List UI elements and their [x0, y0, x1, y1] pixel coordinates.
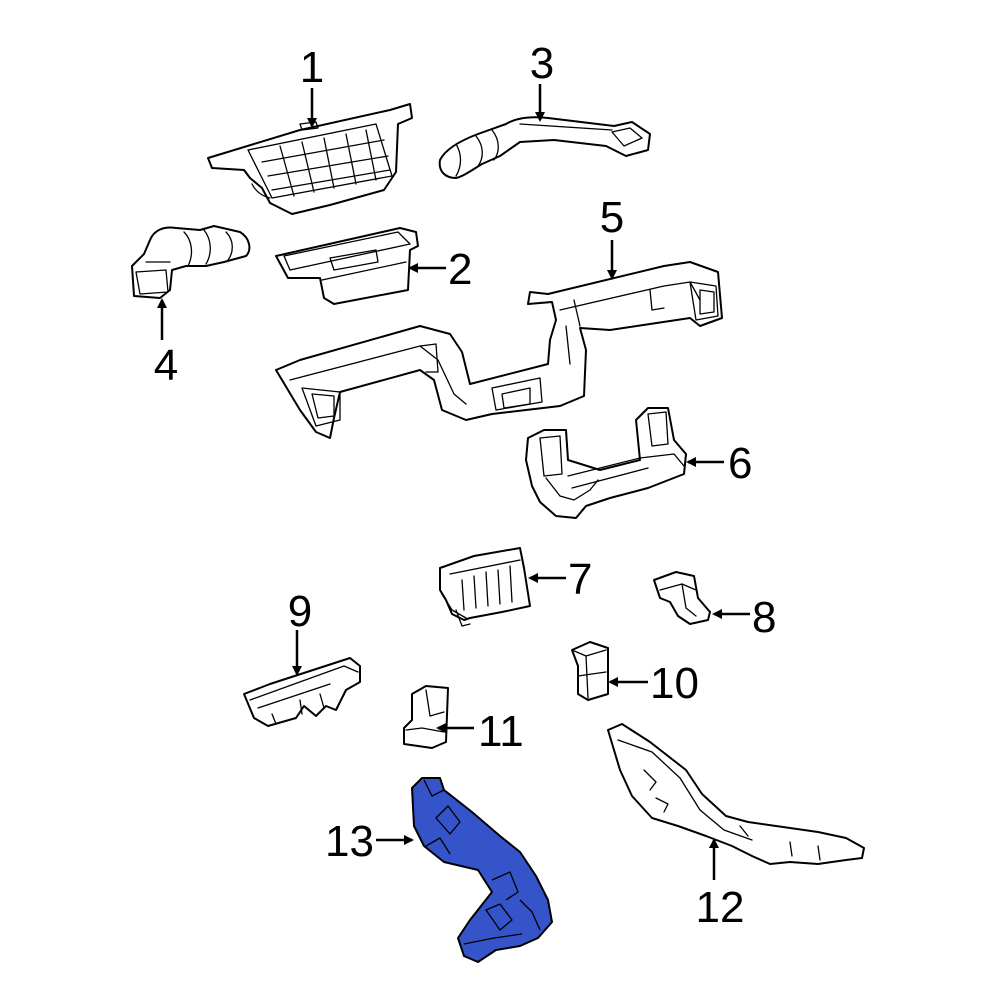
- callout-13: 13: [325, 817, 374, 866]
- callout-7: 7: [568, 555, 592, 604]
- callout-2: 2: [448, 245, 472, 294]
- part-4-elbow-duct[interactable]: [131, 225, 251, 299]
- callout-1: 1: [300, 43, 324, 92]
- callout-8: 8: [752, 593, 776, 642]
- callout-12: 12: [696, 883, 745, 932]
- part-11-bracket-duct[interactable]: [403, 685, 449, 749]
- part-3-side-duct[interactable]: [438, 116, 651, 179]
- callout-11: 11: [478, 707, 524, 756]
- part-8-small-duct[interactable]: [653, 571, 711, 625]
- part-1-center-vent-grille[interactable]: [207, 103, 413, 215]
- part-2-vent-housing[interactable]: [275, 227, 419, 305]
- callout-3: 3: [530, 39, 554, 88]
- part-12-long-floor-duct[interactable]: [607, 723, 865, 865]
- callout-5: 5: [600, 193, 624, 242]
- part-7-duct-section[interactable]: [439, 547, 531, 627]
- part-9-connector[interactable]: [243, 657, 361, 727]
- callout-4: 4: [154, 341, 178, 390]
- part-13-highlighted-duct[interactable]: [411, 777, 553, 963]
- part-10-small-block[interactable]: [571, 641, 609, 701]
- part-6-floor-duct[interactable]: [525, 407, 687, 519]
- callout-10: 10: [650, 659, 699, 708]
- callout-6: 6: [728, 439, 752, 488]
- callout-9: 9: [288, 587, 312, 636]
- part-5-main-duct[interactable]: [275, 261, 723, 439]
